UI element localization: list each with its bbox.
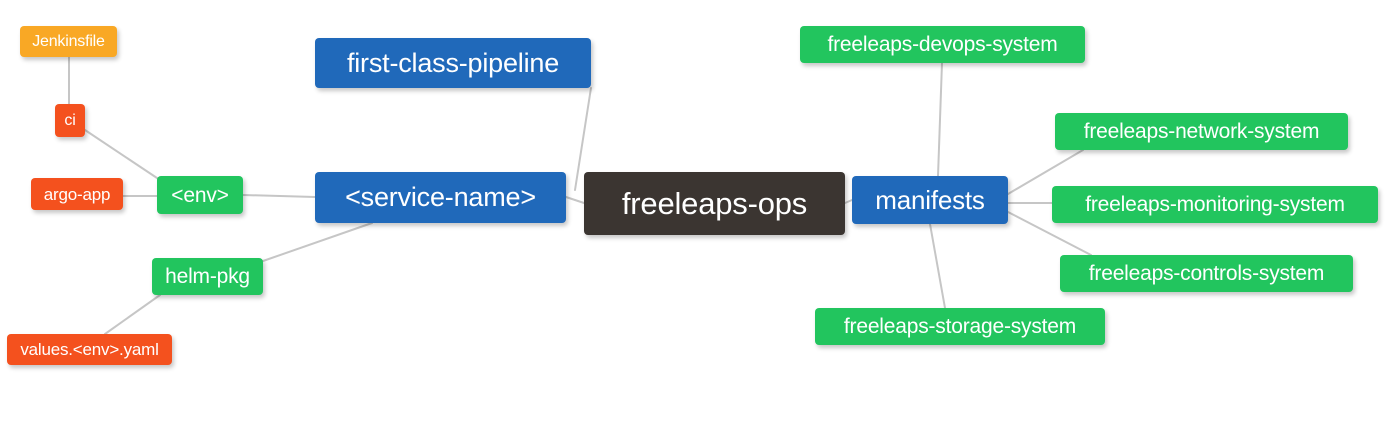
node-freeleaps-storage-system[interactable]: freeleaps-storage-system [815,308,1105,345]
node-first-class-pipeline[interactable]: first-class-pipeline [315,38,591,88]
node-label-values-env-yaml: values.<env>.yaml [20,340,159,359]
node-label-service-name: <service-name> [345,182,536,212]
node-label-first-class-pipeline: first-class-pipeline [346,47,560,78]
node-jenkinsfile[interactable]: Jenkinsfile [20,26,117,57]
node-freeleaps-network-system[interactable]: freeleaps-network-system [1055,113,1348,150]
node-label-manifests: manifests [875,185,985,215]
node-service-name[interactable]: <service-name> [315,172,566,223]
edge-manifests-to-freeleaps-storage-system [929,223,946,309]
node-label-env: <env> [171,183,229,207]
edge-helm-pkg-to-values-env-yaml [104,294,161,335]
edge-freeleaps-ops-to-manifests [844,199,853,204]
node-freeleaps-monitoring-system[interactable]: freeleaps-monitoring-system [1052,186,1378,223]
node-manifests[interactable]: manifests [852,176,1008,224]
node-label-freeleaps-ops: freeleaps-ops [621,186,808,221]
node-argo-app[interactable]: argo-app [31,178,123,210]
node-label-jenkinsfile: Jenkinsfile [32,32,105,50]
node-freeleaps-devops-system[interactable]: freeleaps-devops-system [800,26,1085,63]
edge-manifests-to-freeleaps-devops-system [937,62,943,177]
node-env[interactable]: <env> [157,176,243,214]
edge-env-to-ci [84,129,161,181]
node-freeleaps-controls-system[interactable]: freeleaps-controls-system [1060,255,1353,292]
node-ci[interactable]: ci [55,104,85,137]
edge-freeleaps-ops-to-service-name [565,196,585,204]
node-label-freeleaps-network-system: freeleaps-network-system [1083,120,1320,143]
node-label-ci: ci [64,111,76,129]
node-helm-pkg[interactable]: helm-pkg [152,258,263,295]
edge-service-name-to-env [242,194,316,198]
node-label-argo-app: argo-app [43,184,111,204]
node-freeleaps-ops[interactable]: freeleaps-ops [584,172,845,235]
edge-service-name-to-helm-pkg [262,222,373,262]
node-label-freeleaps-devops-system: freeleaps-devops-system [827,33,1058,56]
node-label-freeleaps-monitoring-system: freeleaps-monitoring-system [1085,193,1345,216]
node-label-helm-pkg: helm-pkg [165,265,250,288]
node-values-env-yaml[interactable]: values.<env>.yaml [7,334,172,365]
node-label-freeleaps-storage-system: freeleaps-storage-system [843,315,1077,338]
node-label-freeleaps-controls-system: freeleaps-controls-system [1088,262,1325,285]
